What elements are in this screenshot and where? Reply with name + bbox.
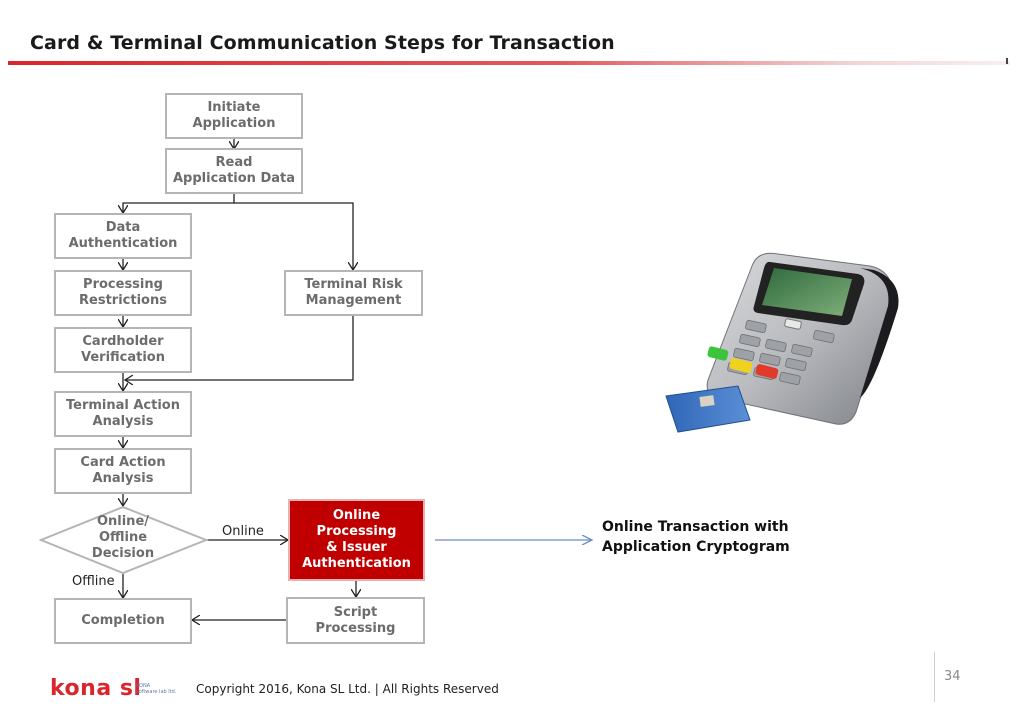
footer-divider — [934, 652, 935, 702]
online-processing-box: Online Processing & Issuer Authenticatio… — [288, 499, 425, 581]
arrow-risk-merge — [125, 316, 354, 380]
cardholder-verification-box: Cardholder Verification — [54, 327, 192, 373]
terminal-action-analysis-box: Terminal Action Analysis — [54, 391, 192, 437]
decision-label: Online/ Offline Decision — [91, 514, 155, 561]
kona-sl-logo: kona sl KONA software lab ltd. — [50, 675, 190, 703]
decision-diamond — [38, 505, 209, 575]
logo-wordmark: kona sl — [50, 676, 142, 701]
card-action-analysis-box: Card Action Analysis — [54, 448, 192, 494]
logo-subtext: KONA software lab ltd. — [136, 683, 177, 695]
arrow-read-risk — [234, 202, 353, 270]
data-authentication-box: Data Authentication — [54, 213, 192, 259]
offline-edge-label: Offline — [72, 574, 115, 589]
script-processing-box: Script Processing — [286, 597, 425, 644]
arrow-read-split — [123, 194, 235, 213]
processing-restrictions-box: Processing Restrictions — [54, 270, 192, 316]
copyright-notice: Copyright 2016, Kona SL Ltd. | All Right… — [196, 682, 499, 696]
read-application-data-box: Read Application Data — [165, 148, 303, 194]
terminal-risk-management-box: Terminal Risk Management — [284, 270, 423, 316]
page-number: 34 — [944, 669, 961, 684]
online-transaction-result: Online Transaction with Application Cryp… — [602, 519, 790, 555]
payment-terminal-image — [665, 252, 899, 433]
initiate-application-box: Initiate Application — [165, 93, 303, 139]
title-underline-tick — [1006, 58, 1008, 64]
online-edge-label: Online — [222, 524, 264, 539]
page-title: Card & Terminal Communication Steps for … — [30, 32, 615, 54]
completion-box: Completion — [54, 598, 192, 644]
title-underline — [8, 61, 1010, 65]
